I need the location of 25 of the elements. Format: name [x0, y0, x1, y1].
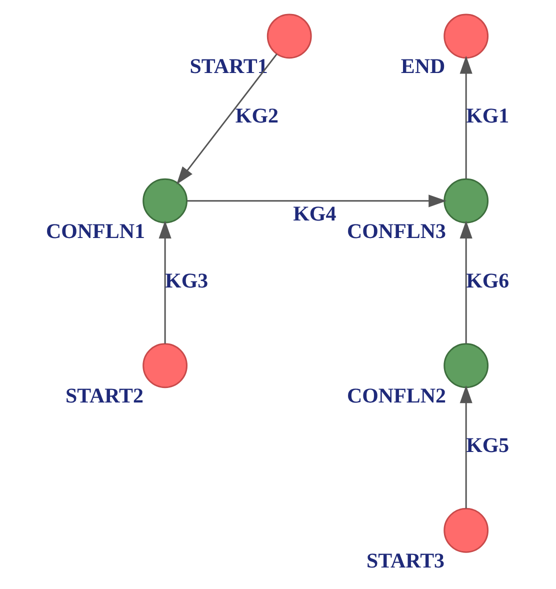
edge-label: KG1	[466, 104, 509, 128]
arrow	[158, 220, 171, 344]
arrow	[176, 54, 277, 184]
arrow	[459, 56, 472, 179]
node-circle	[142, 178, 188, 224]
node-circle	[266, 14, 312, 59]
node-circle	[443, 14, 488, 59]
node-label: START3	[366, 548, 444, 572]
node-label: START1	[189, 54, 268, 78]
node-label: CONFLN1	[45, 218, 144, 243]
arrow	[459, 220, 472, 344]
edge-label: KG5	[466, 433, 509, 458]
node-label: END	[400, 54, 445, 78]
edge-label: KG6	[466, 268, 509, 292]
node-label: START2	[64, 384, 144, 408]
arrow	[186, 194, 446, 208]
node-circle	[443, 508, 488, 553]
node-circle	[443, 343, 488, 388]
node-label: CONFLN3	[346, 218, 446, 243]
edge-label: KG4	[292, 202, 336, 226]
node-label: CONFLN2	[346, 384, 446, 408]
edge-label: KG2	[234, 104, 278, 128]
node-circle	[443, 178, 488, 224]
node-circle	[142, 343, 188, 388]
arrow	[459, 385, 472, 508]
